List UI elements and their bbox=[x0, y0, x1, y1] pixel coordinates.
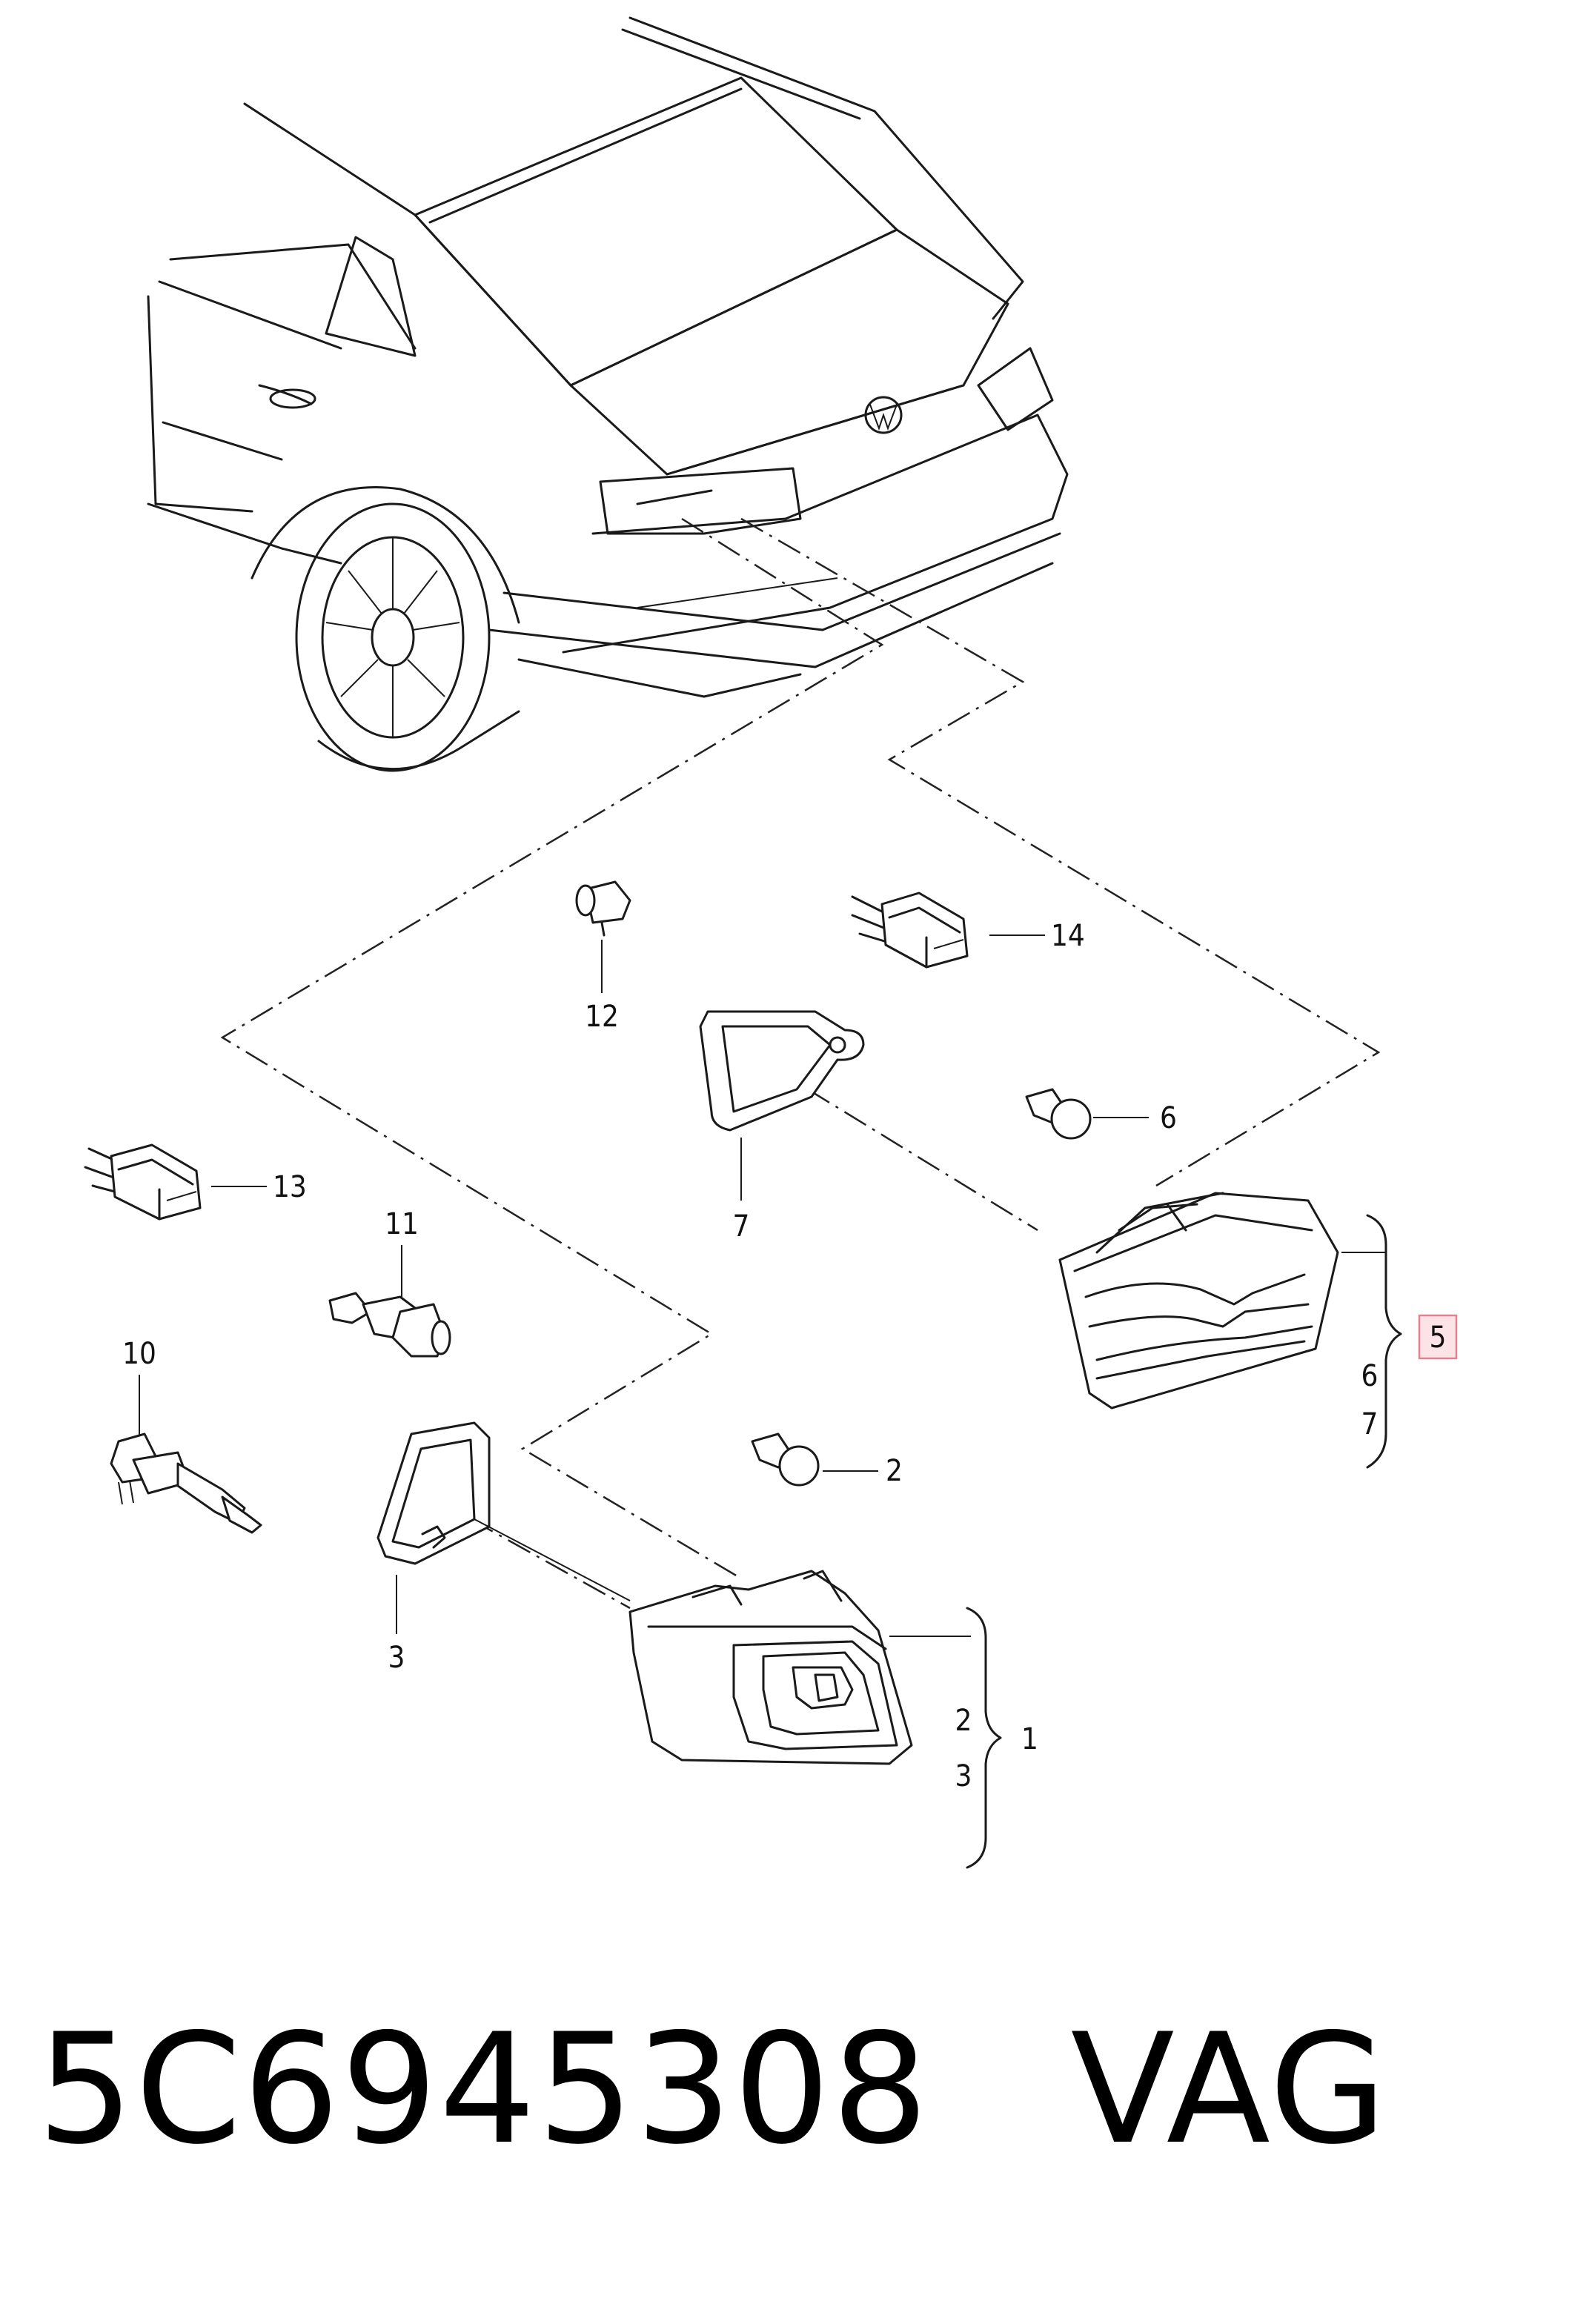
callout-2: 2 bbox=[886, 1454, 903, 1488]
callout-5: 5 bbox=[1430, 1321, 1447, 1355]
group-1-item-2: 2 bbox=[955, 1704, 972, 1738]
callout-labels: 12 14 13 7 6 11 10 2 3 5 6 7 1 2 3 bbox=[122, 919, 1458, 1793]
part-5-inner-tail-light bbox=[1058, 1192, 1386, 1410]
part-13-connector bbox=[84, 1143, 267, 1221]
vw-badge-icon bbox=[864, 396, 903, 434]
callout-6: 6 bbox=[1160, 1101, 1177, 1135]
callout-12: 12 bbox=[585, 1000, 619, 1034]
callout-7: 7 bbox=[733, 1209, 750, 1244]
part-10-bulb-holder bbox=[110, 1375, 262, 1534]
brand-name: VAG bbox=[1070, 2001, 1389, 2178]
assembly-leader-lines bbox=[220, 517, 1381, 1610]
callout-3: 3 bbox=[388, 1641, 405, 1675]
callout-14: 14 bbox=[1051, 919, 1085, 953]
group-5-item-7: 7 bbox=[1361, 1407, 1379, 1441]
part-7-gasket bbox=[699, 1010, 865, 1201]
part-number: 5C6945308 bbox=[37, 2001, 930, 2178]
group-1-item-3: 3 bbox=[955, 1759, 972, 1793]
part-6-bulb bbox=[1025, 1088, 1149, 1140]
part-caption: 5C6945308 VAG bbox=[37, 2005, 1388, 2175]
callout-10: 10 bbox=[122, 1337, 156, 1371]
bracket-group-5 bbox=[1366, 1214, 1402, 1469]
part-12-clip bbox=[575, 880, 631, 993]
callout-1: 1 bbox=[1021, 1722, 1038, 1756]
car-illustration bbox=[147, 16, 1069, 772]
part-1-outer-tail-light bbox=[628, 1570, 971, 1765]
part-11-bulb-holder bbox=[328, 1245, 451, 1358]
callout-13: 13 bbox=[273, 1170, 307, 1204]
group-5-item-6: 6 bbox=[1361, 1359, 1379, 1393]
part-3-gasket bbox=[376, 1421, 631, 1634]
callout-11: 11 bbox=[385, 1207, 419, 1241]
part-2-bulb bbox=[751, 1432, 878, 1487]
bracket-group-1 bbox=[966, 1607, 1002, 1869]
callout-5-highlight bbox=[1418, 1314, 1458, 1360]
part-14-connector bbox=[851, 892, 1045, 969]
